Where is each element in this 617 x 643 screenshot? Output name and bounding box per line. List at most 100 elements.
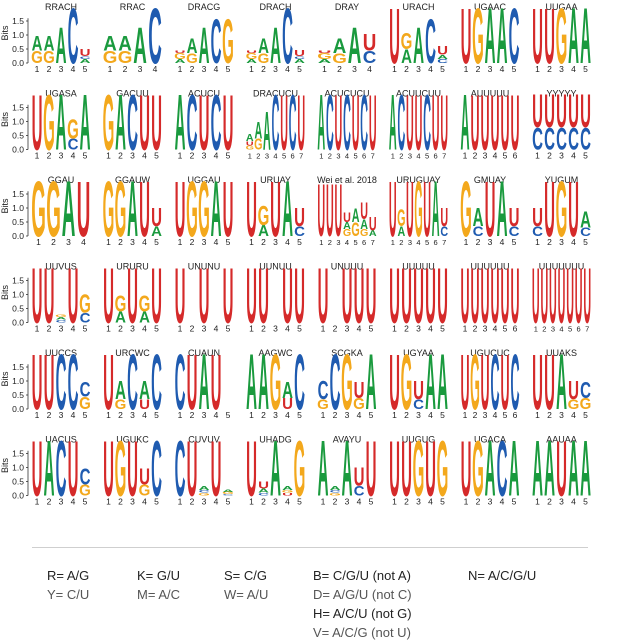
- logo-letter: G: [139, 291, 151, 317]
- logo-letter: U: [326, 170, 334, 253]
- motif-title: YUGUM: [545, 175, 579, 185]
- logo-letter: G: [472, 425, 484, 513]
- motif-title: GACUU: [116, 89, 149, 99]
- logo-letter: C: [397, 78, 405, 166]
- position-label: 3: [66, 237, 71, 247]
- logo-letter: G: [270, 338, 282, 426]
- logo-letter: U: [389, 252, 400, 340]
- position-label: 5: [353, 238, 357, 247]
- position-label: 1: [534, 325, 538, 334]
- position-label: 3: [202, 410, 207, 420]
- logo-letter: A: [223, 489, 234, 493]
- position-label: 2: [547, 410, 552, 420]
- position-label: 3: [130, 151, 135, 161]
- position-label: 5: [83, 151, 88, 161]
- position-label: 2: [547, 497, 552, 507]
- position-label: 2: [333, 410, 338, 420]
- position-label: 1: [106, 410, 111, 420]
- position-label: 4: [571, 410, 576, 420]
- logo-letter: G: [198, 492, 210, 496]
- logo-letter: U: [540, 251, 548, 339]
- position-label: 3: [483, 410, 488, 420]
- logo-letter: C: [509, 0, 520, 80]
- logo-letter: U: [406, 165, 414, 253]
- y-tick-label: 0.5: [12, 477, 24, 487]
- logo-letter: A: [199, 485, 210, 491]
- position-label: 3: [483, 151, 488, 161]
- logo-letter: C: [223, 494, 234, 496]
- logo-letter: U: [342, 252, 353, 340]
- y-tick-label: 0.0: [12, 491, 24, 501]
- logo-letter: U: [175, 50, 186, 54]
- motif-title: GMUAY: [474, 175, 506, 185]
- position-label: 3: [130, 410, 135, 420]
- logo-letter: U: [460, 338, 469, 426]
- position-label: 5: [503, 151, 508, 161]
- logo-letter: U: [354, 252, 365, 340]
- logo-letter: C: [175, 425, 186, 513]
- position-label: 2: [123, 64, 128, 74]
- y-axis-label: Bits: [0, 371, 10, 387]
- logo-letter: C: [510, 338, 519, 426]
- position-label: 5: [568, 325, 572, 334]
- y-tick-label: 1.5: [12, 449, 24, 459]
- position-label: 3: [559, 151, 564, 161]
- position-label: 4: [214, 151, 219, 161]
- logo-letter: U: [335, 78, 343, 166]
- logo-letter: A: [318, 57, 332, 64]
- logo-letter: U: [246, 140, 254, 147]
- position-label: 5: [369, 324, 374, 334]
- position-label: 5: [583, 410, 588, 420]
- logo-letter: U: [127, 425, 138, 513]
- logo-letter: U: [583, 251, 591, 339]
- position-label: 3: [273, 497, 278, 507]
- position-label: 4: [571, 151, 576, 161]
- logo-letter: G: [437, 425, 449, 513]
- logo-letter: C: [68, 338, 79, 426]
- logo-letter: A: [246, 133, 254, 143]
- position-label: 5: [512, 497, 517, 507]
- position-label: 2: [337, 64, 342, 74]
- logo-letter: U: [187, 338, 198, 426]
- position-label: 6: [513, 410, 518, 420]
- position-label: 2: [476, 64, 481, 74]
- logo-letter: G: [332, 51, 347, 66]
- logo-letter: G: [246, 52, 258, 61]
- logo-letter: U: [366, 425, 377, 513]
- position-label: 5: [83, 324, 88, 334]
- logo-letter: U: [485, 165, 496, 253]
- motif-title: DRACG: [188, 2, 221, 12]
- logo-letter: G: [46, 166, 61, 254]
- position-label: 4: [571, 497, 576, 507]
- motif-title: SCGKA: [331, 348, 363, 358]
- position-label: 7: [585, 325, 589, 334]
- position-label: 1: [36, 237, 41, 247]
- logo-letter: C: [289, 78, 297, 166]
- position-label: 1: [178, 64, 183, 74]
- motif-title: UUCCS: [45, 348, 77, 358]
- logo-letter: U: [151, 79, 162, 167]
- logo-letter: C: [56, 338, 67, 426]
- logo-letter: G: [43, 48, 55, 67]
- position-label: 3: [130, 324, 135, 334]
- legend-b: B= C/G/U (not A): [313, 568, 411, 583]
- logo-letter: U: [80, 47, 91, 58]
- logo-letter: G: [67, 113, 79, 144]
- logo-letter: U: [532, 0, 543, 80]
- logo-letter: G: [343, 228, 351, 238]
- logo-letter: U: [558, 251, 566, 339]
- logo-letter: A: [270, 17, 281, 74]
- motif-title: URCWC: [115, 348, 150, 358]
- logo-letter: C: [272, 78, 280, 166]
- y-axis-label: Bits: [0, 112, 10, 128]
- logo-letter: G: [401, 338, 413, 426]
- logo-letter: C: [151, 425, 162, 513]
- position-label: 4: [142, 151, 147, 161]
- y-tick-label: 0.5: [12, 217, 24, 227]
